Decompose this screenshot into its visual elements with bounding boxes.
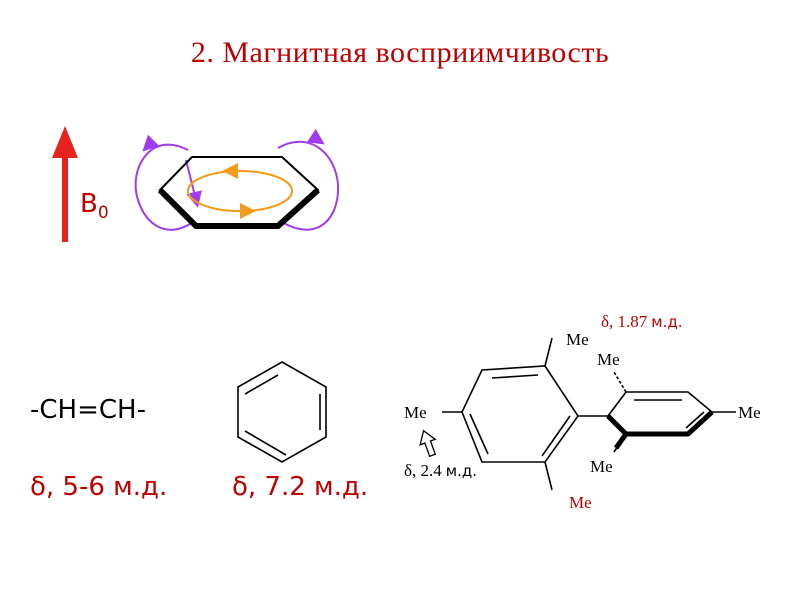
- methyl-label-bottom-right: Me: [590, 457, 613, 476]
- page-title: 2. Магнитная восприимчивость: [190, 36, 610, 69]
- hollow-up-arrow-icon: [419, 429, 437, 458]
- biaryl-bold-edges: [606, 410, 714, 450]
- methyl-label-para-right: Me: [738, 403, 761, 422]
- field-arrow-icon: [52, 126, 78, 242]
- ring-current-loop: [187, 163, 293, 219]
- induced-field-lines: [134, 128, 340, 231]
- methyl-label-para-left: Me: [404, 403, 427, 422]
- benzene-shift: δ, 7.2 м.д.: [232, 472, 368, 502]
- benzene-perspective-ring: [157, 156, 321, 229]
- field-label: B0: [80, 189, 109, 223]
- methyl-label-top-left: Me: [566, 330, 589, 349]
- alkene-shift: δ, 5-6 м.д.: [30, 472, 167, 502]
- methyl-label-top-right: Me: [597, 350, 620, 369]
- biaryl-structure: [442, 337, 736, 491]
- benzene-structure: [237, 361, 327, 463]
- alkene-formula: -CH=CH-: [30, 395, 146, 425]
- methyl-label-bottom-left: Me: [569, 493, 592, 512]
